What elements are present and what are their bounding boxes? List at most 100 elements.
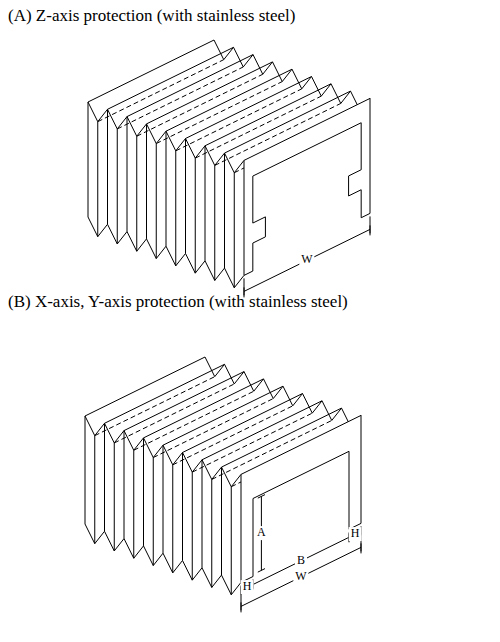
roof-fold xyxy=(88,40,214,102)
pleat-bottom xyxy=(186,254,206,274)
dimension-tick xyxy=(258,495,265,499)
pleat-edge xyxy=(108,109,128,129)
pleat-edge xyxy=(186,139,206,159)
pleat-fold xyxy=(88,102,89,217)
pleat-fold xyxy=(127,117,128,232)
pleat-edge xyxy=(253,55,273,75)
section-title: (A) Z-axis protection (with stainless st… xyxy=(8,6,296,26)
pleat-edge xyxy=(214,40,234,60)
pleat-fold xyxy=(114,443,115,551)
pleat-edge xyxy=(205,357,225,377)
pleat-fold xyxy=(117,129,118,244)
pleat-fold xyxy=(205,146,206,261)
section-title: (B) X-axis, Y-axis protection (with stai… xyxy=(8,292,348,312)
pleat-fold xyxy=(85,416,86,524)
pleat-edge xyxy=(225,153,245,173)
pleat-bottom xyxy=(88,217,108,237)
pleat-edge xyxy=(105,423,125,443)
pleat-edge xyxy=(85,416,105,436)
pleat-edge xyxy=(283,386,303,406)
dimension-label: H xyxy=(241,581,254,595)
pleat-bottom xyxy=(147,239,167,259)
pleat-edge xyxy=(166,131,186,151)
dimension-label: W xyxy=(299,253,314,267)
pleat-bottom xyxy=(202,568,222,588)
dimension-tick xyxy=(361,543,362,551)
pleat-fold xyxy=(124,431,125,539)
pleat-edge xyxy=(88,102,108,122)
pleat-edge xyxy=(222,467,242,487)
pleat-bottom xyxy=(105,531,125,551)
pleat-fold xyxy=(234,173,235,288)
pleat-bottom xyxy=(124,539,144,559)
pleat-fold xyxy=(202,460,203,568)
pleat-fold xyxy=(107,109,108,224)
pleat-edge xyxy=(163,445,183,465)
pleat-fold xyxy=(136,136,137,251)
pleat-fold xyxy=(163,445,164,553)
pleat-edge xyxy=(144,438,164,458)
pleat-bottom xyxy=(222,575,242,595)
pleat-edge xyxy=(303,394,323,414)
pleat-bottom xyxy=(163,553,183,573)
pleat-fold xyxy=(214,165,215,280)
pleat-fold xyxy=(97,122,98,237)
pleat-fold xyxy=(221,467,222,575)
pleat-bottom xyxy=(205,261,225,281)
end-face xyxy=(241,415,361,582)
dimension-line xyxy=(244,229,370,291)
roof-fold xyxy=(186,77,312,139)
pleat-fold xyxy=(94,436,95,544)
pleat-edge xyxy=(273,62,293,82)
pleat-fold xyxy=(133,450,134,558)
pleat-fold xyxy=(104,423,105,531)
bellows-cover xyxy=(85,357,361,612)
roof-fold xyxy=(166,69,292,131)
pleat-bottom xyxy=(225,268,245,288)
pleat-bottom xyxy=(144,546,164,566)
pleat-fold xyxy=(153,458,154,566)
pleat-edge xyxy=(292,69,312,89)
dimension-tick xyxy=(241,602,242,610)
pleat-edge xyxy=(147,124,167,144)
pleat-fold xyxy=(231,487,232,595)
end-face xyxy=(244,98,370,275)
pleat-fold xyxy=(143,438,144,546)
pleat-fold xyxy=(224,153,225,268)
dimension-tick xyxy=(370,225,371,233)
pleat-edge xyxy=(127,117,147,137)
pleat-bottom xyxy=(127,232,147,252)
pleat-fold xyxy=(211,479,212,587)
pleat-fold xyxy=(175,151,176,266)
pleat-bottom xyxy=(166,246,186,266)
roof-fold xyxy=(127,55,253,117)
dimension-label: W xyxy=(293,570,308,584)
roof-valley xyxy=(134,391,254,450)
dimension-label: A xyxy=(255,526,268,540)
roof-valley xyxy=(153,399,273,458)
roof-valley xyxy=(114,384,234,443)
pleat-edge xyxy=(331,84,351,104)
pleat-fold xyxy=(156,144,157,259)
pleat-edge xyxy=(205,146,225,166)
pleat-edge xyxy=(312,77,332,97)
dimension-line xyxy=(241,547,361,606)
pleat-fold xyxy=(172,465,173,573)
pleat-edge xyxy=(183,453,203,473)
pleat-edge xyxy=(202,460,222,480)
extension-line xyxy=(370,216,371,235)
pleat-fold xyxy=(182,453,183,561)
pleat-fold xyxy=(192,472,193,580)
roof-valley xyxy=(173,406,293,465)
pleat-bottom xyxy=(108,224,128,244)
pleat-edge xyxy=(322,401,342,421)
pleat-edge xyxy=(244,372,264,392)
roof-valley xyxy=(95,377,215,436)
dimension-label: B xyxy=(295,554,307,568)
pleat-fold xyxy=(146,124,147,239)
pleat-fold xyxy=(166,131,167,246)
dimension-tick xyxy=(258,569,265,573)
dimension-label: H xyxy=(349,527,362,541)
